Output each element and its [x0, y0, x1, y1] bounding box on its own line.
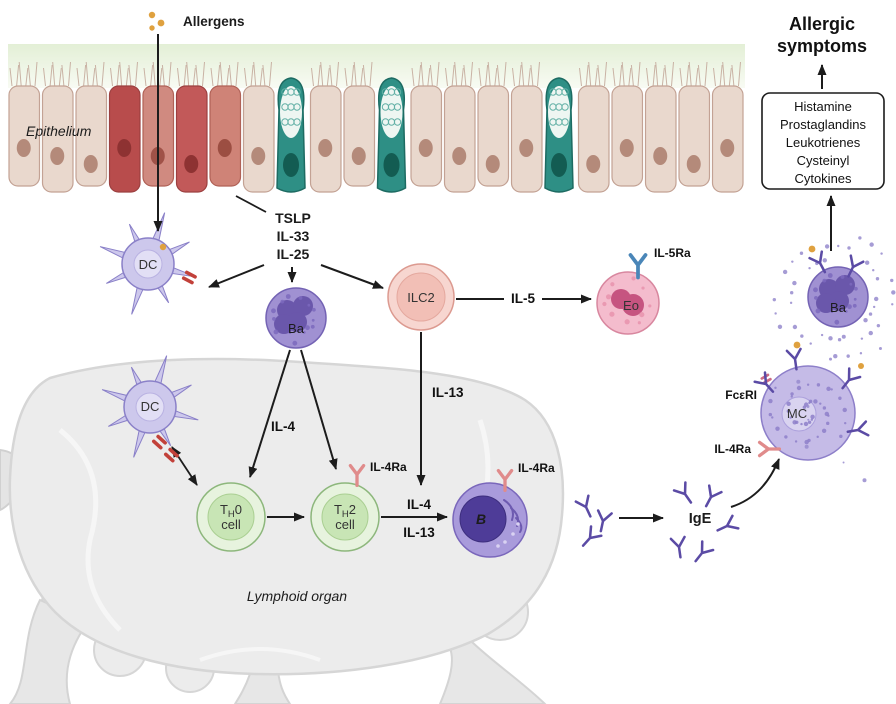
labels-layer: Allergens Epithelium TSLP IL-33 IL-25 DC…: [26, 14, 867, 604]
cells-layer: [99, 212, 896, 558]
il25-label: IL-25: [277, 246, 310, 262]
il4-th2b-label: IL-4: [407, 497, 431, 512]
ige-antibody-icon: [672, 481, 698, 508]
arrow-alarmins-to-ilc2: [320, 264, 384, 289]
basophil-activated-label: Ba: [830, 300, 847, 315]
th2-label: TH2: [334, 502, 356, 520]
mastcell-label: MC: [787, 406, 807, 421]
mediator-histamine: Histamine: [794, 99, 852, 114]
antibody-icon: [574, 494, 598, 521]
dc-lymphoid-label: DC: [141, 399, 160, 414]
antibody-icon: [592, 509, 613, 534]
arrow-il4-to-th2: [300, 349, 338, 470]
dendritic-cell-top: [99, 212, 197, 315]
ige-antibody-icon: [698, 484, 723, 511]
th0-label-line2: cell: [221, 517, 241, 532]
allergens-label: Allergens: [183, 14, 245, 29]
arrow-ige-to-mastcell: [730, 458, 780, 508]
b-cell: [452, 482, 528, 558]
epithelium-cell-row: [8, 61, 744, 193]
dendritic-cell-lymphoid: [101, 355, 199, 458]
il13-ilc2-label: IL-13: [432, 385, 464, 400]
il4ra-mc-label: IL-4Ra: [714, 442, 751, 456]
il5ra-label: IL-5Ra: [654, 246, 691, 260]
organ-stem: [233, 670, 292, 704]
il4ra-b-label: IL-4Ra: [518, 461, 555, 475]
organ-vein: [58, 428, 122, 632]
arrows-layer: [153, 34, 836, 523]
il5-label: IL-5: [511, 291, 535, 306]
basophil-label: Ba: [288, 321, 305, 336]
fceri-label: FcεRI: [725, 388, 757, 402]
allergen-dot-icon: [808, 245, 816, 253]
tslp-label: TSLP: [275, 210, 311, 226]
ige-antibody-icon: [713, 514, 740, 538]
ilc2-label: ILC2: [407, 290, 434, 305]
il13-th2b-label: IL-13: [403, 525, 435, 540]
allergen-dot-icon: [159, 243, 167, 251]
eosinophil-cell: [596, 271, 660, 335]
ige-antibody-icon: [688, 540, 715, 567]
il33-label: IL-33: [277, 228, 310, 244]
dc-top-label: DC: [139, 257, 158, 272]
organ-stem: [438, 638, 547, 704]
mediator-cysteinyl: Cysteinyl: [797, 153, 850, 168]
ilc2-cell: [387, 263, 455, 331]
ige-label: IgE: [689, 511, 712, 527]
allergen-dot-icon: [858, 363, 864, 369]
basophil-cell: [265, 287, 327, 349]
degranulation-dots: [772, 236, 896, 483]
allergen-dot-icon: [793, 341, 801, 349]
bcell-label: B: [476, 511, 486, 527]
th2-label-line2: cell: [335, 517, 355, 532]
line-epithelium-to-alarmins: [235, 195, 267, 213]
allergic-symptoms-line1: Allergic: [789, 14, 855, 34]
mediator-prostaglandins: Prostaglandins: [780, 117, 866, 132]
mediator-box: Histamine Prostaglandins Leukotrienes Cy…: [761, 92, 885, 190]
mediator-leukotrienes: Leukotrienes: [786, 135, 861, 150]
antibody-icon: [576, 525, 603, 552]
organ-vein: [199, 647, 321, 662]
il5-label-bg: [504, 289, 542, 308]
il4ra-th2-label: IL-4Ra: [370, 460, 407, 474]
allergic-symptoms-line2: symptoms: [777, 36, 867, 56]
th0-cell: [196, 482, 266, 552]
mast-cell: [760, 365, 856, 461]
epithelium-label: Epithelium: [26, 123, 92, 139]
arrow-il4-to-th0: [248, 349, 291, 478]
allergen-dot-icon: [148, 11, 156, 19]
lymphoid-organ-label: Lymphoid organ: [247, 588, 347, 604]
basophil-activated-cell: [807, 266, 869, 328]
eosinophil-label: Eo: [623, 298, 639, 313]
mediator-box-frame: [761, 92, 885, 190]
il4-ba-label: IL-4: [271, 419, 295, 434]
allergen-particles: [148, 11, 864, 369]
allergen-dot-icon: [149, 25, 155, 31]
ige-antibody-icon: [669, 535, 689, 560]
mediator-cytokines: Cytokines: [794, 171, 852, 186]
th2-cell: [310, 482, 380, 552]
organ-stem: [8, 598, 90, 704]
arrow-alarmins-to-dc: [208, 264, 265, 288]
th0-label: TH0: [220, 502, 242, 520]
allergen-dot-icon: [157, 19, 165, 27]
